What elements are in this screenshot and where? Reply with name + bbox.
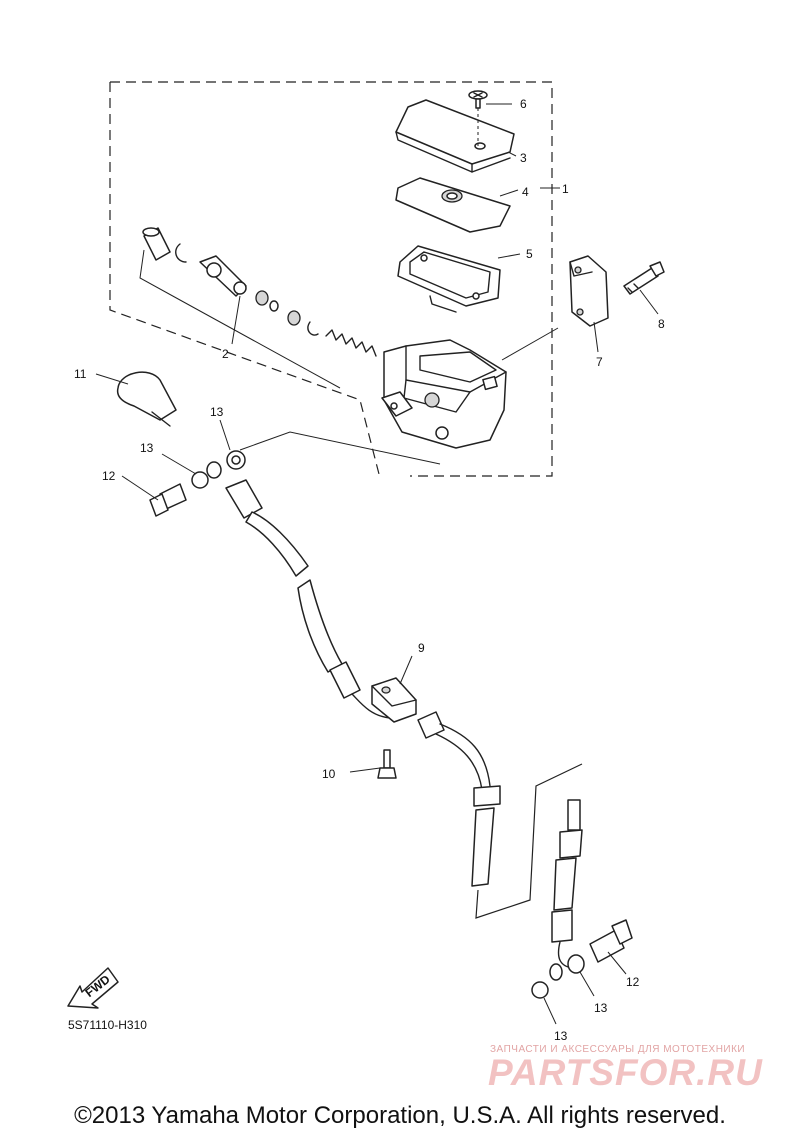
copper-washer-13a <box>191 471 209 489</box>
callout-6: 6 <box>520 97 527 111</box>
callout-13-top-left: 13 <box>140 441 154 455</box>
piston-kit-part-2 <box>142 227 377 357</box>
callout-2: 2 <box>222 347 229 361</box>
forward-direction-arrow-icon: FWD <box>67 967 119 1009</box>
callout-13-top-right: 13 <box>210 405 224 419</box>
callout-11: 11 <box>74 367 87 381</box>
callout-5: 5 <box>526 247 533 261</box>
holder-clamp-part-7 <box>569 255 609 327</box>
callout-3: 3 <box>520 151 527 165</box>
callout-12-top: 12 <box>102 469 116 483</box>
callout-1: 1 <box>562 182 569 196</box>
connection-line <box>239 431 441 465</box>
watermark-tagline: ЗАПЧАСТИ И АКСЕССУАРЫ ДЛЯ МОТОТЕХНИКИ <box>490 1044 746 1055</box>
master-cylinder-body <box>381 339 507 449</box>
copper-washer-13d <box>567 954 585 974</box>
brake-hose-upper <box>225 479 391 719</box>
callout-9: 9 <box>418 641 425 655</box>
reservoir-cap-part-3 <box>395 99 515 173</box>
callout-4: 4 <box>522 185 529 199</box>
assembly-boundary <box>109 81 553 479</box>
callout-12-bottom: 12 <box>626 975 640 989</box>
banjo-fitting-top <box>206 461 222 479</box>
clamp-bolt-part-8 <box>623 261 665 295</box>
callout-numbers: 6 3 4 1 5 2 7 8 11 13 13 12 9 10 12 13 1… <box>74 97 665 1043</box>
clamp-leader <box>501 327 559 361</box>
copper-washer-13c <box>531 981 549 999</box>
watermark-logo: PARTSFOR.RU <box>488 1052 763 1093</box>
callout-13-bottom-left: 13 <box>554 1029 568 1043</box>
union-bolt-part-12-top <box>149 483 187 517</box>
leader-lines <box>95 103 659 1025</box>
brake-hose-lower <box>417 711 583 969</box>
callout-7: 7 <box>596 355 603 369</box>
copyright-notice: ©2013 Yamaha Motor Corporation, U.S.A. A… <box>74 1102 726 1129</box>
bolt-part-10 <box>377 749 397 779</box>
screw-part-6 <box>468 90 488 109</box>
diagram-reference-code: 5S71110-H310 <box>68 1018 147 1032</box>
callout-8: 8 <box>658 317 665 331</box>
return-spring <box>325 329 377 357</box>
banjo-fitting-bottom <box>549 963 563 981</box>
callout-13-bottom-right: 13 <box>594 1001 608 1015</box>
kit-bracket-line <box>139 249 341 389</box>
boot-cover-part-11 <box>116 371 177 427</box>
callout-10: 10 <box>322 767 336 781</box>
gasket-part-5 <box>397 245 501 313</box>
hose-guide-part-9 <box>371 677 417 723</box>
diaphragm-plate-part-4 <box>395 177 511 233</box>
union-bolt-part-12-bottom <box>589 919 633 963</box>
